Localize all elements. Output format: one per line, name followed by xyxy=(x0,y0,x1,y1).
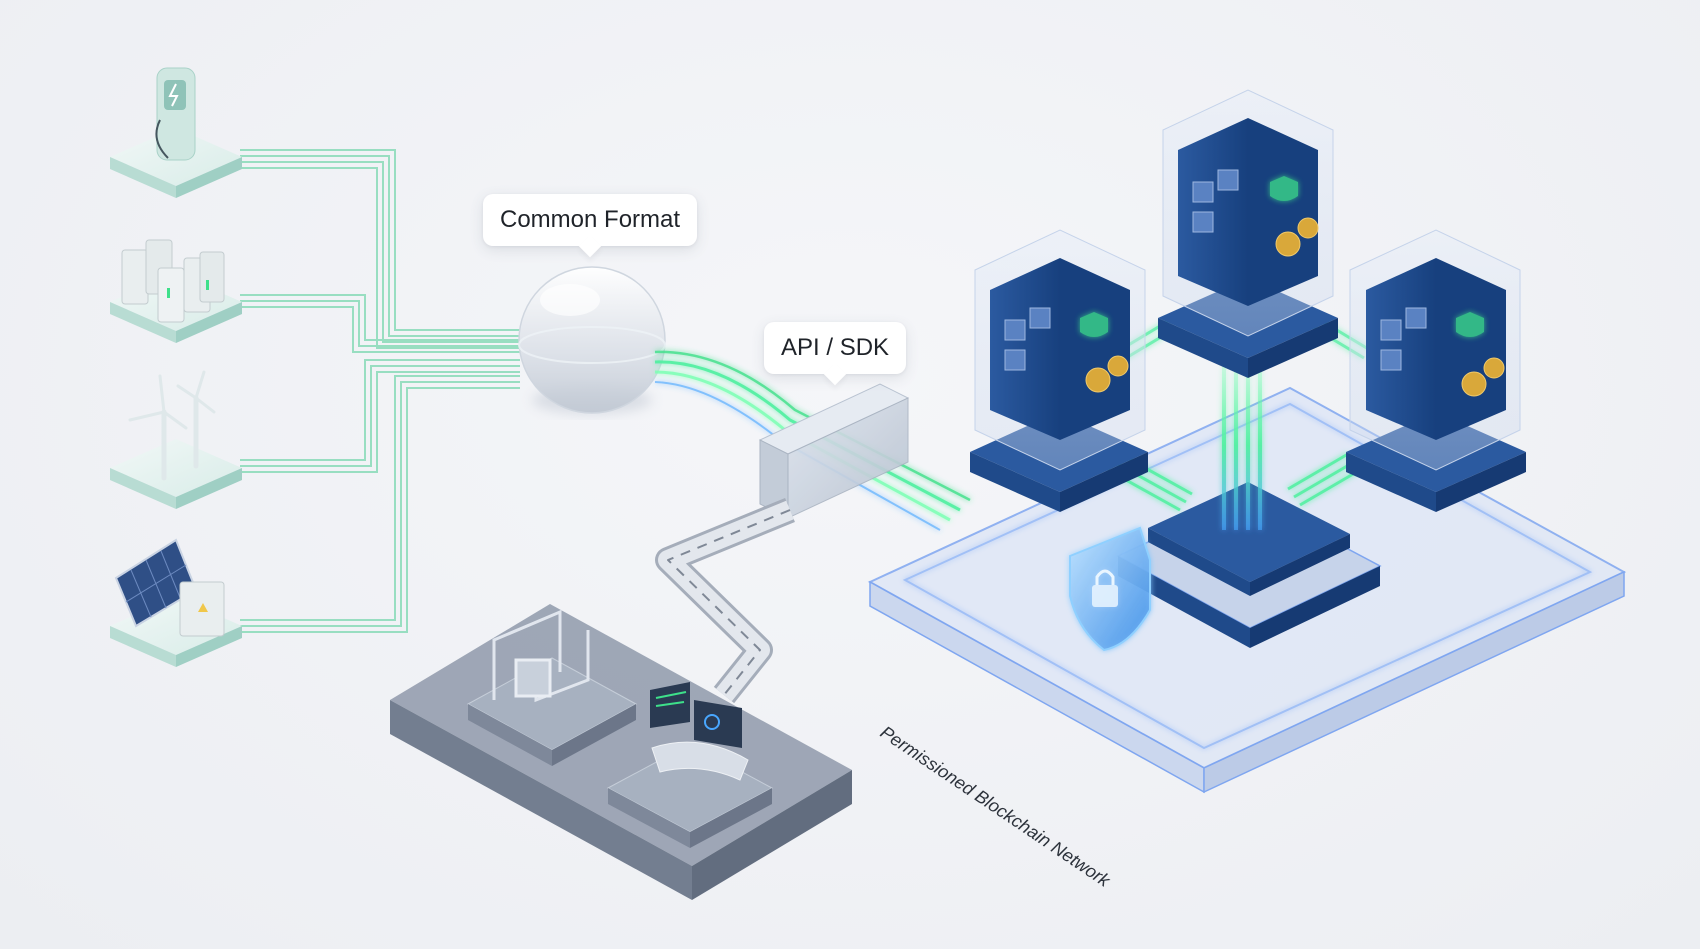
api-sdk-callout: API / SDK xyxy=(764,322,907,374)
common-format-sphere xyxy=(518,266,666,414)
chain-hex-icon xyxy=(1004,307,1051,371)
battery-storage-source xyxy=(110,239,242,343)
substation xyxy=(466,609,638,766)
solar-panel-icon xyxy=(114,538,225,637)
monitor-screens-icon xyxy=(650,682,749,781)
solar-panel-source xyxy=(110,538,242,667)
common-format-callout: Common Format xyxy=(483,194,698,246)
battery-storage-icon xyxy=(121,239,225,323)
grid-operator-platform xyxy=(390,604,852,900)
blockchain-node-top xyxy=(1158,89,1338,378)
control-room xyxy=(606,682,774,848)
chain-hex-icon xyxy=(1192,169,1239,233)
grid-operator-link xyxy=(655,497,795,704)
blockchain-node-right xyxy=(1346,229,1526,512)
ev-charger-icon xyxy=(155,67,196,161)
source-connection-lines xyxy=(240,149,520,633)
data-stream xyxy=(654,350,971,531)
shield-lock-icon xyxy=(1069,526,1151,652)
transformer-icon xyxy=(492,609,590,703)
ev-charger-source xyxy=(110,67,242,198)
chain-hex-icon xyxy=(1380,307,1427,371)
wind-turbine-icon xyxy=(128,370,216,481)
wind-turbine-source xyxy=(110,370,242,509)
api-sdk-connector xyxy=(758,383,910,519)
blockchain-node-left xyxy=(970,229,1148,512)
